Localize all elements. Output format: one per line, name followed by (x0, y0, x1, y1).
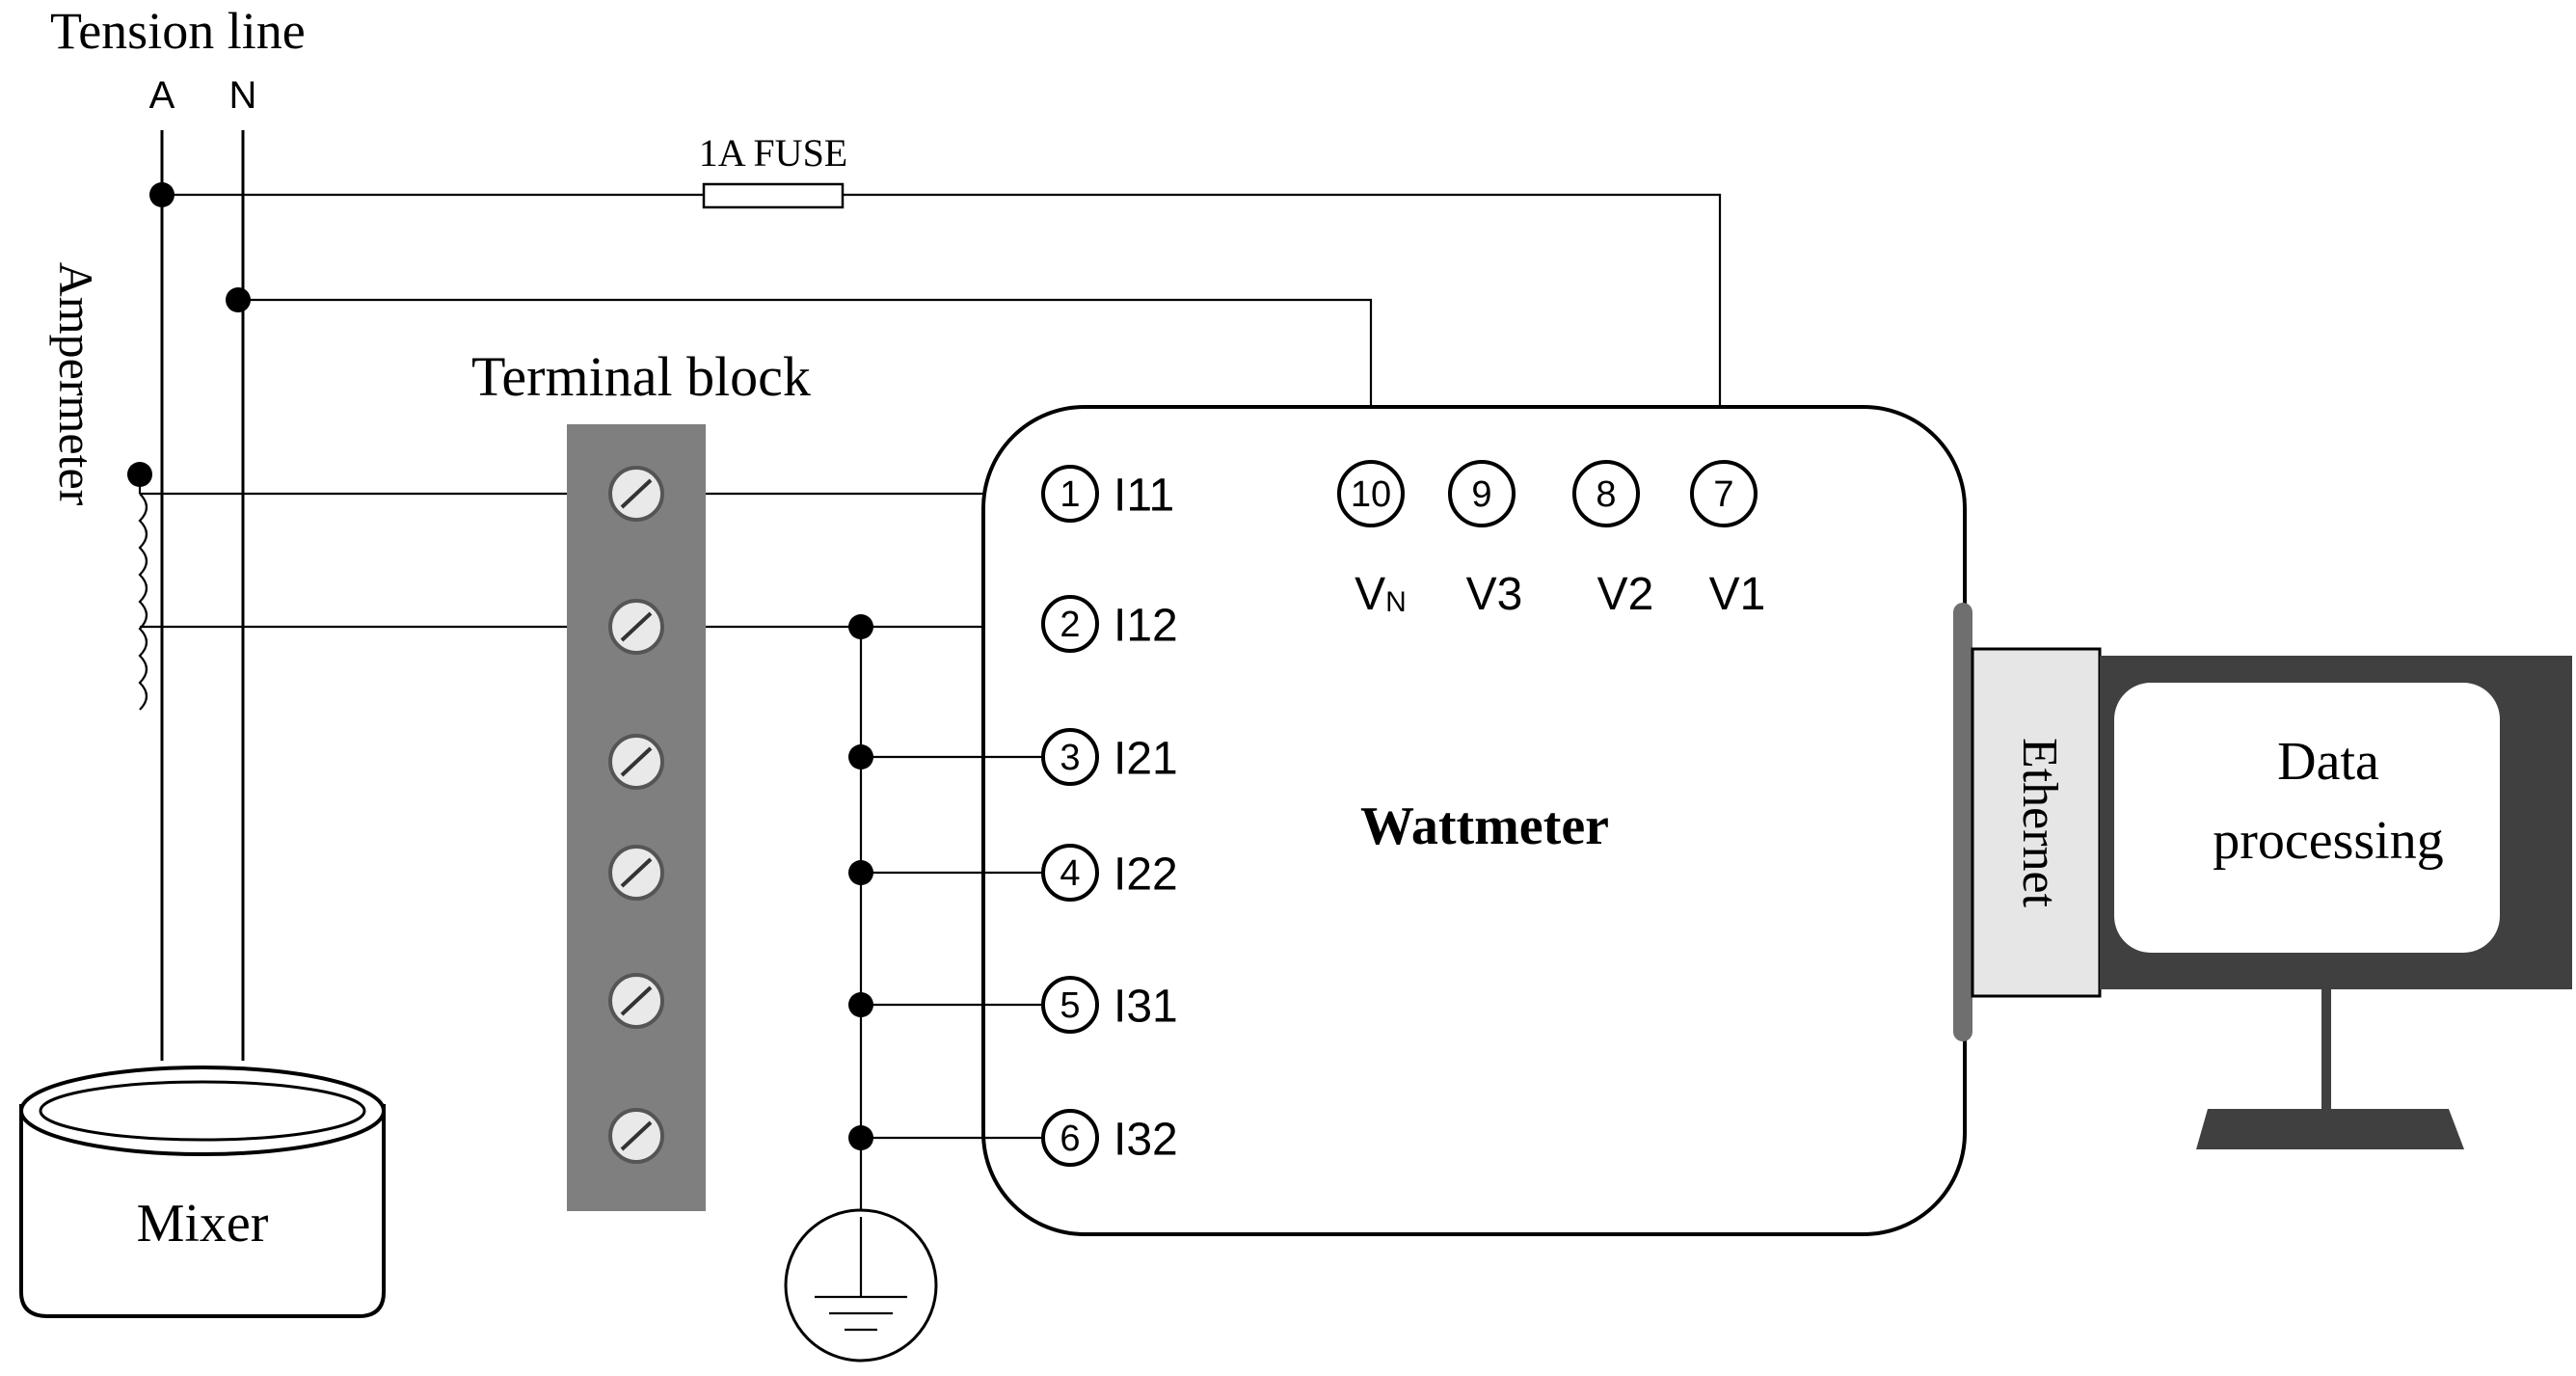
terminal-number: 7 (1713, 474, 1733, 515)
current-terminal-i32: 6 I32 (861, 1109, 1178, 1167)
wattmeter-label: Wattmeter (1360, 796, 1609, 856)
ethernet-port-bar (1953, 603, 1972, 1041)
mixer-tank-icon (19, 1066, 386, 1318)
terminal-number: 10 (1351, 474, 1391, 515)
voltage-terminal-v1: 7V1 (1690, 460, 1766, 620)
terminal-label: V2 (1597, 569, 1654, 620)
terminal-label: I31 (1114, 982, 1178, 1033)
monitor-icon (2100, 656, 2572, 1149)
terminal-label: I32 (1114, 1115, 1178, 1166)
data-processing-line2: processing (2213, 811, 2444, 871)
terminal-number: 2 (1060, 605, 1080, 645)
wattmeter-current-terminals: 1 I11 2 I12 3 I21 4 I22 5 I31 6 I32 (861, 465, 1178, 1167)
mixer-label: Mixer (137, 1194, 269, 1254)
neutral-n-label: N (229, 74, 257, 117)
fuse-symbol (702, 182, 845, 209)
ethernet-connector (1971, 647, 2102, 998)
terminal-number: 8 (1596, 474, 1616, 515)
terminal-number: 1 (1060, 474, 1080, 515)
current-terminal-i21: 3 I21 (861, 728, 1178, 786)
voltage-terminal-v3: 9V3 (1448, 460, 1523, 620)
terminal-label: I22 (1114, 850, 1178, 901)
terminal-block-screws (608, 466, 664, 1164)
terminal-screw-icon (608, 599, 664, 655)
amperemeter-coil-icon (138, 493, 148, 711)
terminal-screw-icon (608, 1108, 664, 1164)
data-processing-line1: Data (2277, 732, 2379, 792)
terminal-block-label: Terminal block (471, 345, 811, 408)
terminal-number: 9 (1471, 474, 1491, 515)
ground-junction (848, 614, 873, 639)
current-terminal-i22: 4 I22 (861, 844, 1178, 902)
fuse-label: 1A FUSE (699, 131, 848, 175)
current-terminal-i12: 2 I12 (1041, 595, 1178, 653)
terminal-label: I11 (1114, 471, 1174, 522)
current-terminal-i31: 5 I31 (861, 976, 1178, 1034)
fuse-line-wire (162, 193, 1722, 472)
terminal-screw-icon (608, 466, 664, 522)
ethernet-label: Ethernet (2012, 738, 2067, 908)
terminal-label: I21 (1114, 734, 1178, 785)
voltage-terminal-v2: 8V2 (1572, 460, 1654, 620)
terminal-screw-icon (608, 845, 664, 901)
terminal-number: 6 (1060, 1119, 1080, 1159)
tension-line-title: Tension line (50, 2, 306, 60)
earth-ground-icon (784, 1208, 938, 1363)
terminal-number: 3 (1060, 738, 1080, 778)
terminal-label: V1 (1709, 569, 1766, 620)
terminal-screw-icon (608, 734, 664, 790)
terminal-number: 4 (1060, 853, 1080, 894)
terminal-number: 5 (1060, 985, 1080, 1026)
terminal-label: V3 (1466, 569, 1523, 620)
terminal-block (567, 424, 706, 1211)
phase-a-label: A (149, 74, 175, 117)
terminal-label: I12 (1114, 601, 1178, 652)
amperemeter-label: Ampermeter (49, 262, 103, 506)
current-terminal-i11: 1 I11 (1041, 465, 1174, 523)
terminal-screw-icon (608, 973, 664, 1029)
